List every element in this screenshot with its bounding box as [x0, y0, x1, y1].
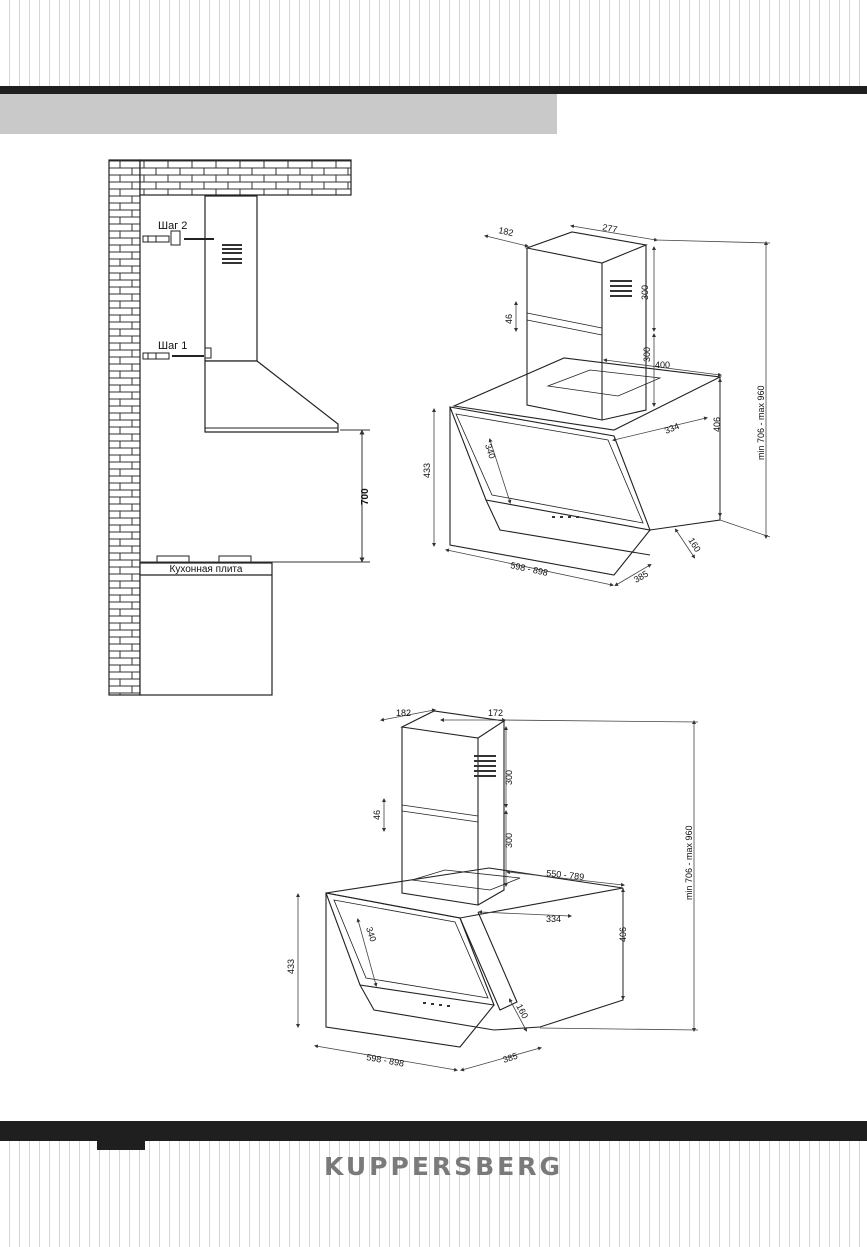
chimney-grille-1 — [610, 280, 632, 297]
svg-text:300: 300 — [504, 770, 514, 785]
footer-stripes — [0, 1141, 867, 1247]
header-bar — [0, 86, 867, 94]
hood-isometric-1 — [432, 224, 771, 587]
step1-label: Шаг 1 — [158, 340, 187, 352]
hood-2-dimension-labels: 182 172 300 46 300 550 - 789 334 406 340… — [286, 708, 694, 1069]
svg-text:400: 400 — [655, 360, 670, 370]
svg-text:300: 300 — [642, 347, 652, 362]
brand-logo: KUPPERSBERG — [323, 1152, 564, 1181]
svg-text:433: 433 — [422, 463, 432, 478]
wall-installation-diagram: Шаг 2 Шаг 1 700 Кухонная плита — [108, 159, 371, 696]
svg-text:340: 340 — [364, 926, 378, 943]
svg-text:598 - 898: 598 - 898 — [366, 1052, 405, 1068]
header-stripes — [0, 0, 867, 86]
section-header-band — [0, 94, 557, 134]
footer-tab — [97, 1141, 145, 1150]
svg-text:300: 300 — [504, 833, 514, 848]
stove-cabinet — [139, 562, 273, 696]
chimney-grille-2 — [474, 755, 496, 777]
svg-text:min 706 - max 960: min 706 - max 960 — [684, 825, 694, 900]
svg-text:160: 160 — [514, 1002, 530, 1020]
stove-label: Кухонная плита — [170, 564, 243, 575]
svg-text:406: 406 — [618, 927, 628, 942]
vent-grille — [222, 244, 242, 264]
hood-isometric-2 — [296, 708, 699, 1072]
svg-text:433: 433 — [286, 959, 296, 974]
svg-text:182: 182 — [498, 225, 515, 238]
hood-canopy — [204, 360, 339, 433]
svg-text:46: 46 — [504, 314, 514, 324]
brick-ceiling — [139, 159, 352, 196]
svg-text:385: 385 — [632, 569, 650, 585]
height-dimension-label: 700 — [360, 488, 371, 505]
svg-text:340: 340 — [483, 443, 497, 460]
svg-text:550 - 789: 550 - 789 — [546, 868, 585, 882]
step2-label: Шаг 2 — [158, 220, 187, 232]
svg-text:min 706 - max 960: min 706 - max 960 — [756, 385, 766, 460]
svg-text:182: 182 — [396, 708, 411, 718]
svg-text:334: 334 — [546, 914, 561, 924]
svg-text:406: 406 — [712, 417, 722, 432]
dowel-step1 — [142, 347, 212, 360]
svg-text:334: 334 — [663, 421, 681, 436]
svg-text:277: 277 — [602, 222, 619, 234]
svg-text:385: 385 — [502, 1051, 519, 1065]
svg-text:160: 160 — [686, 536, 702, 554]
svg-text:46: 46 — [372, 810, 382, 820]
footer-bar — [0, 1121, 867, 1141]
svg-text:172: 172 — [488, 708, 503, 718]
chimney-duct — [204, 195, 258, 362]
svg-text:300: 300 — [640, 285, 650, 300]
brick-wall — [108, 159, 141, 696]
svg-text:598 - 898: 598 - 898 — [510, 560, 549, 578]
dowel-step2 — [142, 230, 214, 246]
hood-1-dimension-labels: 182 277 300 46 300 400 406 334 340 433 5… — [422, 222, 766, 585]
